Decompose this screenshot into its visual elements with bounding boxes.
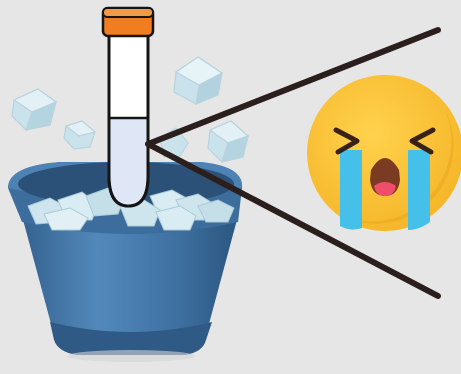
emoji-face: [307, 75, 461, 231]
ice-cube-left: [12, 89, 56, 130]
emoji-tear-right: [408, 150, 430, 230]
test-tube-liquid: [111, 118, 147, 204]
crying-face-emoji: [307, 75, 461, 231]
emoji-tear-left: [340, 150, 362, 230]
test-tube: [103, 8, 153, 206]
ice-cube-small-left: [64, 121, 95, 149]
ice-cube-top-right: [174, 57, 222, 104]
bucket-base-shadow: [67, 350, 195, 362]
ice-cube-right: [208, 121, 248, 162]
test-tube-cap-band: [103, 8, 153, 17]
